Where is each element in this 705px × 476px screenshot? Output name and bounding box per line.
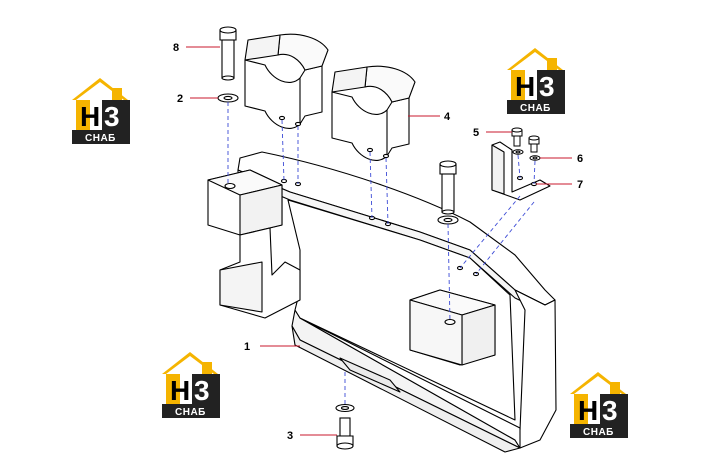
- svg-text:Н: Н: [170, 375, 190, 406]
- svg-text:СНАБ: СНАБ: [583, 427, 614, 438]
- bolt-long-center: [437, 160, 459, 225]
- clamp-bracket-right: [331, 65, 416, 161]
- callout-labels: 1 2 3 4 5 6 7 8: [173, 42, 583, 442]
- clamp-bracket-left: [244, 33, 329, 129]
- callout-leaders: [186, 46, 572, 436]
- bolt-long-8: [219, 26, 237, 81]
- callout-5: 5: [473, 127, 479, 139]
- svg-text:СНАБ: СНАБ: [520, 103, 551, 114]
- bolt-bottom-3: [335, 403, 355, 450]
- svg-text:3: 3: [104, 101, 120, 132]
- watermark-logo-bottom-left: Н 3 СНАБ: [162, 352, 220, 418]
- callout-1: 1: [244, 341, 250, 353]
- svg-text:Н: Н: [578, 395, 598, 426]
- watermark-logo-top-left: Н 3 СНАБ: [72, 78, 130, 144]
- callout-6: 6: [577, 153, 583, 165]
- mounting-plate: [491, 141, 551, 201]
- svg-text:3: 3: [194, 375, 210, 406]
- callout-2: 2: [177, 93, 183, 105]
- watermark-logo-bottom-right: Н 3 СНАБ: [570, 372, 628, 438]
- washer-2: [217, 93, 239, 103]
- callout-4: 4: [444, 111, 451, 123]
- svg-text:3: 3: [539, 71, 555, 102]
- callout-7: 7: [577, 179, 583, 191]
- watermark-logo-top-right: Н 3 СНАБ: [507, 48, 565, 114]
- svg-text:СНАБ: СНАБ: [175, 407, 206, 418]
- svg-text:СНАБ: СНАБ: [85, 133, 116, 144]
- svg-text:3: 3: [602, 395, 618, 426]
- svg-text:Н: Н: [80, 101, 100, 132]
- assembly-lines: [227, 102, 536, 404]
- callout-8: 8: [173, 42, 179, 54]
- callout-3: 3: [287, 430, 293, 442]
- bolt-small-5: [511, 127, 524, 155]
- counterweight-casting: [207, 151, 557, 453]
- svg-text:Н: Н: [515, 71, 535, 102]
- bolt-small-6: [528, 135, 541, 161]
